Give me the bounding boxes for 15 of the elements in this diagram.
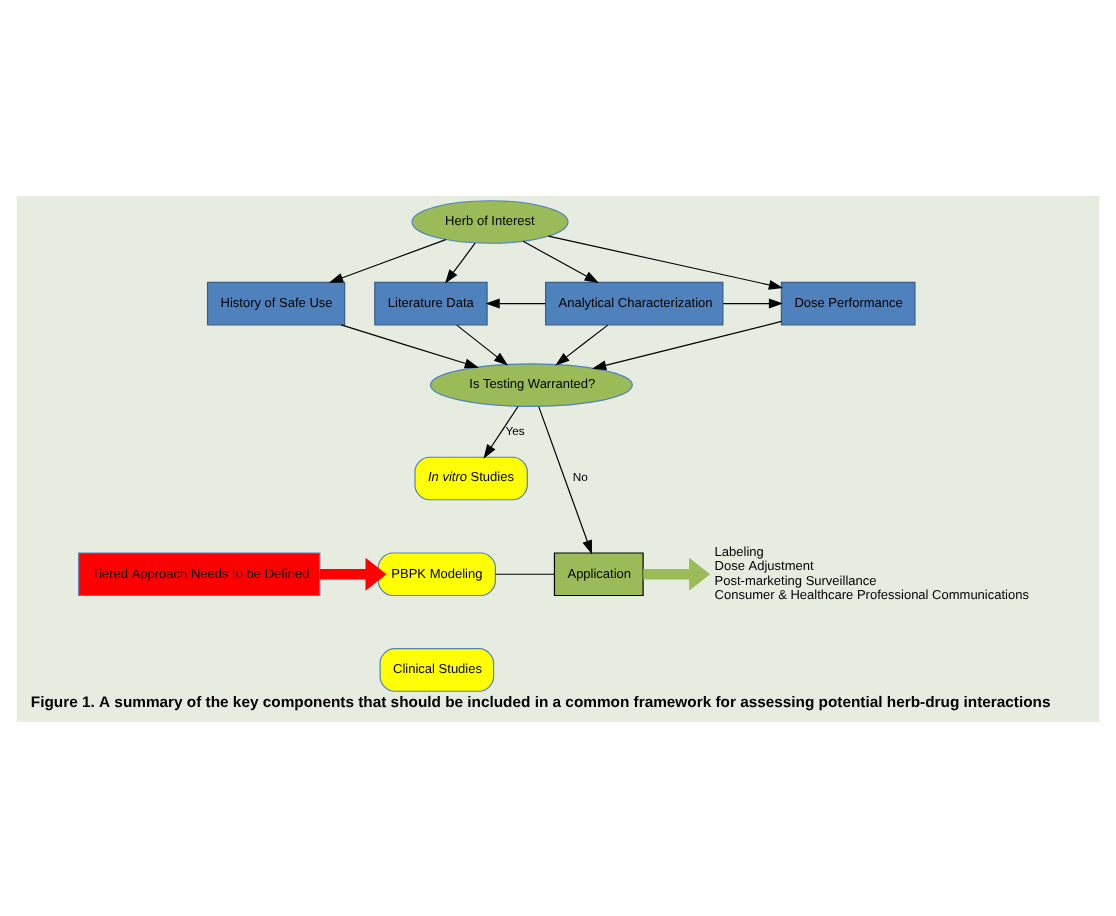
arrow <box>522 239 599 282</box>
arrow <box>722 297 784 308</box>
arrow <box>445 241 476 283</box>
arrow <box>328 238 447 282</box>
arrow <box>555 323 609 365</box>
arrow <box>483 404 519 458</box>
arrow <box>538 405 593 554</box>
arrow <box>319 556 387 590</box>
arrow <box>592 319 782 370</box>
arrow <box>340 323 479 368</box>
arrow <box>643 556 711 590</box>
arrow <box>547 234 784 289</box>
arrow <box>456 323 509 365</box>
arrow <box>485 297 546 308</box>
connector <box>494 572 555 574</box>
